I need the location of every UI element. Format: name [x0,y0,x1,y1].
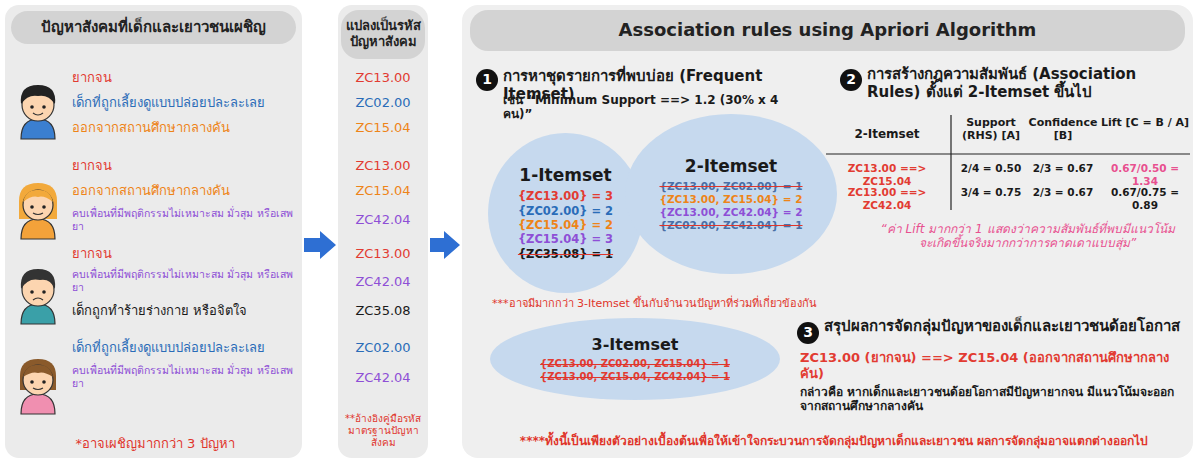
problem-text: ยากจน [72,70,298,86]
problem-code: ZC13.00 [340,70,426,86]
problem-text: ออกจากสถานศึกษากลางคัน [72,120,298,136]
problem-text: ยากจน [72,246,298,262]
child-icon [21,85,55,139]
footnote: ****ทั้งนี้เป็นเพียงตัวอย่างเบื้องต้นเพื… [478,434,1190,448]
itemset-entry: {ZC13.00, ZC02.00, ZC15.04} = 1 [540,358,730,371]
itemset-heading: 1-Itemset [519,165,611,186]
problem-text: เด็กถูกทำร้ายร่างกาย หรือจิตใจ [72,303,298,319]
step-heading: การสร้างกฎความสัมพันธ์ (Association Rule… [867,65,1187,101]
itemset-list: 3-Itemset {ZC13.00, ZC02.00, ZC15.04} = 1… [540,335,730,383]
itemset-ellipse: 1-Itemset{ZC13.00} = 3{ZC02.00} = 2{ZC15… [488,133,643,293]
itemset-list: 1-Itemset{ZC13.00} = 3{ZC02.00} = 2{ZC15… [518,165,613,261]
table-rule [950,115,951,210]
flow-arrow [430,231,460,259]
table-header: Support (RHS) [A] [956,116,1026,142]
problem-text: เด็กที่ถูกเลี้ยงดูแบบปล่อยปละละเลย [72,95,298,111]
itemset-heading: 2-Itemset [685,156,777,177]
child-icon [19,183,57,239]
itemset-heading: 3-Itemset [592,335,679,355]
step-heading: สรุปผลการจัดกลุ่มปัญหาของเด็กและเยาวชนด้… [824,317,1190,335]
problem-code: ZC42.04 [340,212,426,228]
problem-text: ออกจากสถานศึกษากลางคัน [72,183,298,199]
table-cell: 0.67/0.75 = 0.89 [1100,186,1190,211]
itemset-entry: {ZC35.08} = 1 [518,247,613,261]
example-text: เช่น “Minimum Support ==> 1.2 (30% x 4 ค… [503,93,803,122]
table-cell: 2/4 = 0.50 [956,162,1026,175]
children-illustration [5,5,302,458]
child-icon [20,359,56,414]
table-cell: 0.67/0.50 = 1.34 [1100,162,1190,187]
itemset-entry: {ZC13.00, ZC42.04} = 2 [659,206,802,219]
problem-text: คบเพื่อนที่มีพฤติกรรมไม่เหมาะสม มั่วสุม … [72,364,298,389]
step-number: 3 [797,322,819,344]
panel-heading: ปัญหาสังคมที่เด็กและเยาวชนเผชิญ [11,11,296,44]
problem-code: ZC15.04 [340,183,426,199]
problem-code: ZC42.04 [340,274,426,290]
itemset-entry: {ZC13.00, ZC02.00} = 1 [659,180,802,193]
itemset-entry: {ZC13.00, ZC15.04} = 2 [659,193,802,206]
step-digit: 1 [482,71,492,89]
child-icon [21,269,55,324]
problem-code: ZC35.08 [340,303,426,319]
problem-code: ZC42.04 [340,370,426,386]
itemset-entry: {ZC15.04} = 2 [518,218,613,232]
step-digit: 3 [803,324,813,342]
note-quote: “ค่า Lift มากกว่า 1 แสดงว่าความสัมพันธ์ท… [875,222,1180,251]
footnote: ***อาจมีมากกว่า 3-Itemset ขึ้นกับจำนวนปั… [492,297,837,310]
itemset-entry: {ZC02.00, ZC42.04} = 1 [659,219,802,232]
result-rule: ZC13.00 (ยากจน) ==> ZC15.04 (ออกจากสถานศ… [800,350,1190,381]
problem-code: ZC13.00 [340,246,426,262]
problem-code: ZC13.00 [340,158,426,174]
table-rule [826,153,1190,154]
problem-code: ZC02.00 [340,95,426,111]
footnote: **อ้างอิงคู่มือรหัสมาตรฐานปัญหาสังคม [341,413,425,449]
table-cell: 2/3 = 0.67 [1028,186,1098,199]
itemset-entry: {ZC02.00} = 2 [518,204,613,218]
panel-heading: Association rules using Apriori Algorith… [470,10,1185,51]
itemset-ellipse: 2-Itemset{ZC13.00, ZC02.00} = 1{ZC13.00,… [625,114,836,274]
itemset-list: 2-Itemset{ZC13.00, ZC02.00} = 1{ZC13.00,… [659,156,802,233]
problem-text: เด็กที่ถูกเลี้ยงดูแบบปล่อยปละละเลย [72,340,298,356]
step-number: 1 [476,69,498,91]
problem-text: คบเพื่อนที่มีพฤติกรรมไม่เหมาะสม มั่วสุม … [72,207,298,232]
flow-arrow [304,231,336,259]
problem-text: คบเพื่อนที่มีพฤติกรรมไม่เหมาะสม มั่วสุม … [72,268,298,293]
table-header: 2-Itemset [828,127,946,141]
footnote: *อาจเผชิญมากกว่า 3 ปัญหา [10,436,300,452]
input-panel: ปัญหาสังคมที่เด็กและเยาวชนเผชิญ [5,5,302,458]
problem-code: ZC15.04 [340,120,426,136]
itemset-entry: {ZC15.04} = 3 [518,232,613,246]
problem-text: ยากจน [72,158,298,174]
step-digit: 2 [846,71,856,89]
itemset-entry: {ZC13.00} = 3 [518,189,613,203]
itemset-ellipse: 3-Itemset {ZC13.00, ZC02.00, ZC15.04} = 1… [490,318,780,400]
result-text: กล่าวคือ หากเด็กและเยาวชนด้อยโอกาสมีปัญห… [800,385,1190,414]
table-cell: ZC13.00 ==> ZC42.04 [826,186,948,211]
itemset-entry: {ZC13.00, ZC15.04, ZC42.04} = 1 [540,371,730,384]
table-cell: 3/4 = 0.75 [956,186,1026,199]
table-cell: 2/3 = 0.67 [1028,162,1098,175]
table-header: Confidence [B] [1028,116,1098,142]
problem-code: ZC02.00 [340,340,426,356]
table-cell: ZC13.00 ==> ZC15.04 [826,162,948,187]
step-number: 2 [840,69,862,91]
table-header: Lift [C = B / A] [1100,116,1190,129]
panel-heading: แปลงเป็นรหัส ปัญหาสังคม [341,10,425,59]
